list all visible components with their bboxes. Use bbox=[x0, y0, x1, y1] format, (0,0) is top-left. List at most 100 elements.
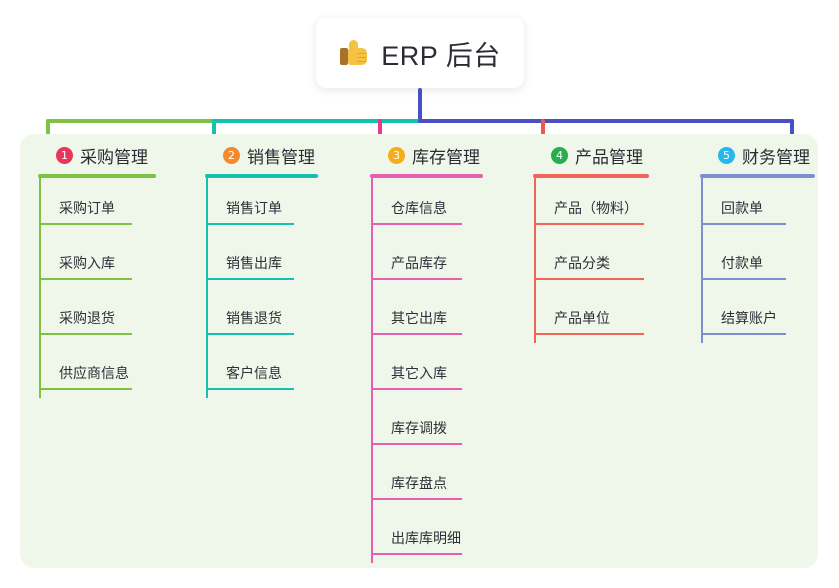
branch-spine bbox=[206, 178, 208, 398]
branch-spine bbox=[371, 178, 373, 563]
branch-title: 库存管理 bbox=[412, 147, 480, 167]
branch-column-1: 1 采购管理采购订单采购入库采购退货供应商信息 bbox=[38, 134, 186, 398]
leaf-item-underline bbox=[371, 278, 462, 280]
branch-spine bbox=[534, 178, 536, 343]
leaf-item-underline bbox=[206, 333, 294, 335]
branch-title: 采购管理 bbox=[80, 147, 148, 167]
branch-header-1[interactable]: 1 采购管理 bbox=[38, 134, 186, 176]
branch-column-2: 2 销售管理销售订单销售出库销售退货客户信息 bbox=[205, 134, 348, 398]
branch-underline bbox=[700, 174, 815, 178]
leaf-item-label: 结算账户 bbox=[721, 310, 777, 326]
branch-5-leaf-item[interactable]: 付款单 bbox=[701, 233, 806, 288]
branch-2-leaf-item[interactable]: 销售订单 bbox=[206, 178, 314, 233]
leaf-item-underline bbox=[39, 333, 132, 335]
leaf-item-underline bbox=[534, 278, 644, 280]
leaf-item-underline bbox=[206, 223, 294, 225]
leaf-item-underline bbox=[371, 553, 462, 555]
branch-underline bbox=[370, 174, 483, 178]
branch-1-leaf-item[interactable]: 采购入库 bbox=[39, 233, 152, 288]
root-node-title: ERP 后台 bbox=[381, 40, 501, 71]
connector-bar-blue bbox=[418, 119, 794, 123]
leaf-item-label: 采购入库 bbox=[59, 255, 115, 271]
leaf-item-underline bbox=[534, 333, 644, 335]
connector-root-stem bbox=[418, 88, 422, 123]
branch-header-5[interactable]: 5 财务管理 bbox=[700, 134, 839, 176]
leaf-item-label: 销售订单 bbox=[226, 200, 282, 216]
branch-underline bbox=[205, 174, 318, 178]
branch-underline bbox=[38, 174, 156, 178]
leaf-item-label: 库存盘点 bbox=[391, 475, 447, 491]
branch-4-leaf-item[interactable]: 产品分类 bbox=[534, 233, 664, 288]
leaf-item-label: 采购订单 bbox=[59, 200, 115, 216]
leaf-item-label: 供应商信息 bbox=[59, 365, 129, 381]
branch-header-3[interactable]: 3 库存管理 bbox=[370, 134, 513, 176]
branch-1-leaf-item[interactable]: 采购订单 bbox=[39, 178, 152, 233]
leaf-item-label: 采购退货 bbox=[59, 310, 115, 326]
branch-3-leaf-item[interactable]: 库存调拨 bbox=[371, 398, 482, 453]
branch-number-badge: 4 bbox=[551, 146, 568, 164]
branch-3-leaf-item[interactable]: 产品库存 bbox=[371, 233, 482, 288]
leaf-item-label: 回款单 bbox=[721, 200, 763, 216]
leaf-item-label: 销售出库 bbox=[226, 255, 282, 271]
leaf-item-label: 产品分类 bbox=[554, 255, 610, 271]
branch-column-4: 4 产品管理产品（物料） 产品分类产品单位 bbox=[533, 134, 679, 343]
branch-number-badge: 1 bbox=[56, 146, 73, 164]
leaf-item-label: 仓库信息 bbox=[391, 200, 447, 216]
branch-4-leaf-item[interactable]: 产品单位 bbox=[534, 288, 664, 343]
leaf-item-label: 产品（物料） bbox=[554, 200, 638, 216]
thumbs-up-icon bbox=[339, 39, 369, 67]
leaf-item-underline bbox=[39, 388, 132, 390]
leaf-item-underline bbox=[371, 498, 462, 500]
leaf-item-underline bbox=[39, 223, 132, 225]
branch-5-leaf-item[interactable]: 回款单 bbox=[701, 178, 806, 233]
leaf-item-label: 其它出库 bbox=[391, 310, 447, 326]
leaf-item-underline bbox=[371, 223, 462, 225]
connector-bar-green bbox=[46, 119, 214, 123]
leaf-item-underline bbox=[371, 443, 462, 445]
branch-header-4[interactable]: 4 产品管理 bbox=[533, 134, 679, 176]
branch-spine bbox=[701, 178, 703, 343]
leaf-item-label: 销售退货 bbox=[226, 310, 282, 326]
branch-4-leaf-item[interactable]: 产品（物料） bbox=[534, 178, 664, 233]
root-node-card[interactable]: ERP 后台 bbox=[316, 18, 524, 88]
branch-3-leaf-item[interactable]: 其它出库 bbox=[371, 288, 482, 343]
branch-column-5: 5 财务管理回款单付款单结算账户 bbox=[700, 134, 839, 343]
branch-number-badge: 2 bbox=[223, 146, 240, 164]
branch-3-leaf-item[interactable]: 出库库明细 bbox=[371, 508, 482, 563]
leaf-item-underline bbox=[701, 223, 786, 225]
leaf-item-underline bbox=[371, 388, 462, 390]
leaf-item-label: 产品单位 bbox=[554, 310, 610, 326]
branch-3-leaf-item[interactable]: 库存盘点 bbox=[371, 453, 482, 508]
branch-3-leaf-item[interactable]: 仓库信息 bbox=[371, 178, 482, 233]
branch-column-3: 3 库存管理仓库信息产品库存其它出库其它入库库存调拨库存盘点出库库明细 bbox=[370, 134, 513, 563]
branch-2-leaf-item[interactable]: 客户信息 bbox=[206, 343, 314, 398]
branch-2-leaf-item[interactable]: 销售退货 bbox=[206, 288, 314, 343]
branch-2-leaf-item[interactable]: 销售出库 bbox=[206, 233, 314, 288]
branch-number-badge: 3 bbox=[388, 146, 405, 164]
branch-underline bbox=[533, 174, 649, 178]
branch-1-leaf-item[interactable]: 采购退货 bbox=[39, 288, 152, 343]
branch-5-leaf-item[interactable]: 结算账户 bbox=[701, 288, 806, 343]
branch-spine bbox=[39, 178, 41, 398]
leaf-item-underline bbox=[701, 333, 786, 335]
connector-bar-teal bbox=[212, 119, 420, 123]
leaf-item-underline bbox=[39, 278, 132, 280]
leaf-item-label: 客户信息 bbox=[226, 365, 282, 381]
branch-title: 产品管理 bbox=[575, 147, 643, 167]
leaf-item-label: 付款单 bbox=[721, 255, 763, 271]
leaf-item-underline bbox=[534, 223, 644, 225]
branch-3-leaf-item[interactable]: 其它入库 bbox=[371, 343, 482, 398]
branch-1-leaf-item[interactable]: 供应商信息 bbox=[39, 343, 152, 398]
branch-header-2[interactable]: 2 销售管理 bbox=[205, 134, 348, 176]
leaf-item-label: 库存调拨 bbox=[391, 420, 447, 436]
leaf-item-underline bbox=[206, 278, 294, 280]
branch-number-badge: 5 bbox=[718, 146, 735, 164]
diagram-panel: 1 采购管理采购订单采购入库采购退货供应商信息 2 销售管理销售订单销售出库销售退货客… bbox=[20, 134, 818, 568]
leaf-item-label: 出库库明细 bbox=[391, 530, 461, 546]
branch-title: 财务管理 bbox=[742, 147, 810, 167]
leaf-item-underline bbox=[371, 333, 462, 335]
leaf-item-label: 其它入库 bbox=[391, 365, 447, 381]
branch-title: 销售管理 bbox=[247, 147, 315, 167]
leaf-item-underline bbox=[206, 388, 294, 390]
leaf-item-underline bbox=[701, 278, 786, 280]
